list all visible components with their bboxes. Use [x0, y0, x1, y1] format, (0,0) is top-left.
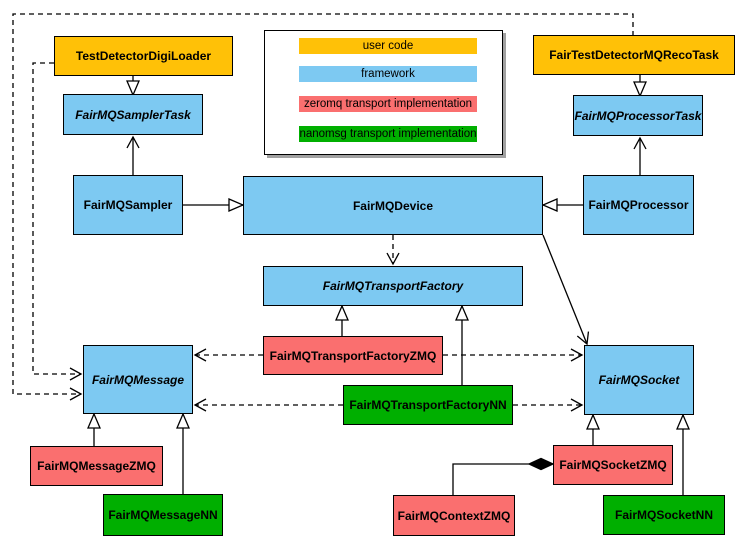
- class-box-fair-mq-socket-nn: FairMQSocketNN: [603, 495, 725, 535]
- association-arrow-device-socket: [542, 234, 590, 346]
- class-box-fair-mq-socket-zmq: FairMQSocketZMQ: [553, 445, 673, 485]
- legend-item-nanomsg: nanomsg transport implementation: [299, 126, 477, 142]
- class-box-fair-mq-context-zmq: FairMQContextZMQ: [393, 495, 515, 536]
- composition-diamond-icon: [527, 457, 555, 471]
- class-box-fair-mq-processor-task: FairMQProcessorTask: [573, 95, 703, 136]
- dependency-arrow-recotask-message: [12, 13, 634, 401]
- class-box-test-detector-digi-loader: TestDetectorDigiLoader: [54, 36, 233, 76]
- legend-item-zeromq: zeromq transport implementation: [299, 96, 477, 112]
- composition-line-contextzmq-socketzmq: [452, 463, 529, 495]
- legend: user code framework zeromq transport imp…: [264, 30, 503, 155]
- class-box-fair-mq-sampler: FairMQSampler: [73, 175, 183, 235]
- class-box-fair-mq-message-nn: FairMQMessageNN: [103, 494, 223, 536]
- class-box-fair-mq-transport-factory: FairMQTransportFactory: [263, 266, 523, 306]
- class-box-fair-mq-transport-factory-zmq: FairMQTransportFactoryZMQ: [263, 336, 443, 375]
- legend-item-framework: framework: [299, 66, 477, 82]
- dependency-arrow-digiloader-message: [32, 62, 83, 381]
- class-box-fair-mq-transport-factory-nn: FairMQTransportFactoryNN: [343, 385, 513, 425]
- class-box-fair-mq-device: FairMQDevice: [243, 176, 543, 235]
- legend-item-user-code: user code: [299, 38, 477, 54]
- class-box-fair-test-detector-mq-reco-task: FairTestDetectorMQRecoTask: [533, 35, 735, 75]
- class-box-fair-mq-message: FairMQMessage: [83, 345, 193, 414]
- class-box-fair-mq-message-zmq: FairMQMessageZMQ: [30, 446, 163, 486]
- class-box-fair-mq-processor: FairMQProcessor: [583, 175, 694, 235]
- class-box-fair-mq-sampler-task: FairMQSamplerTask: [63, 94, 203, 135]
- class-box-fair-mq-socket: FairMQSocket: [584, 345, 694, 415]
